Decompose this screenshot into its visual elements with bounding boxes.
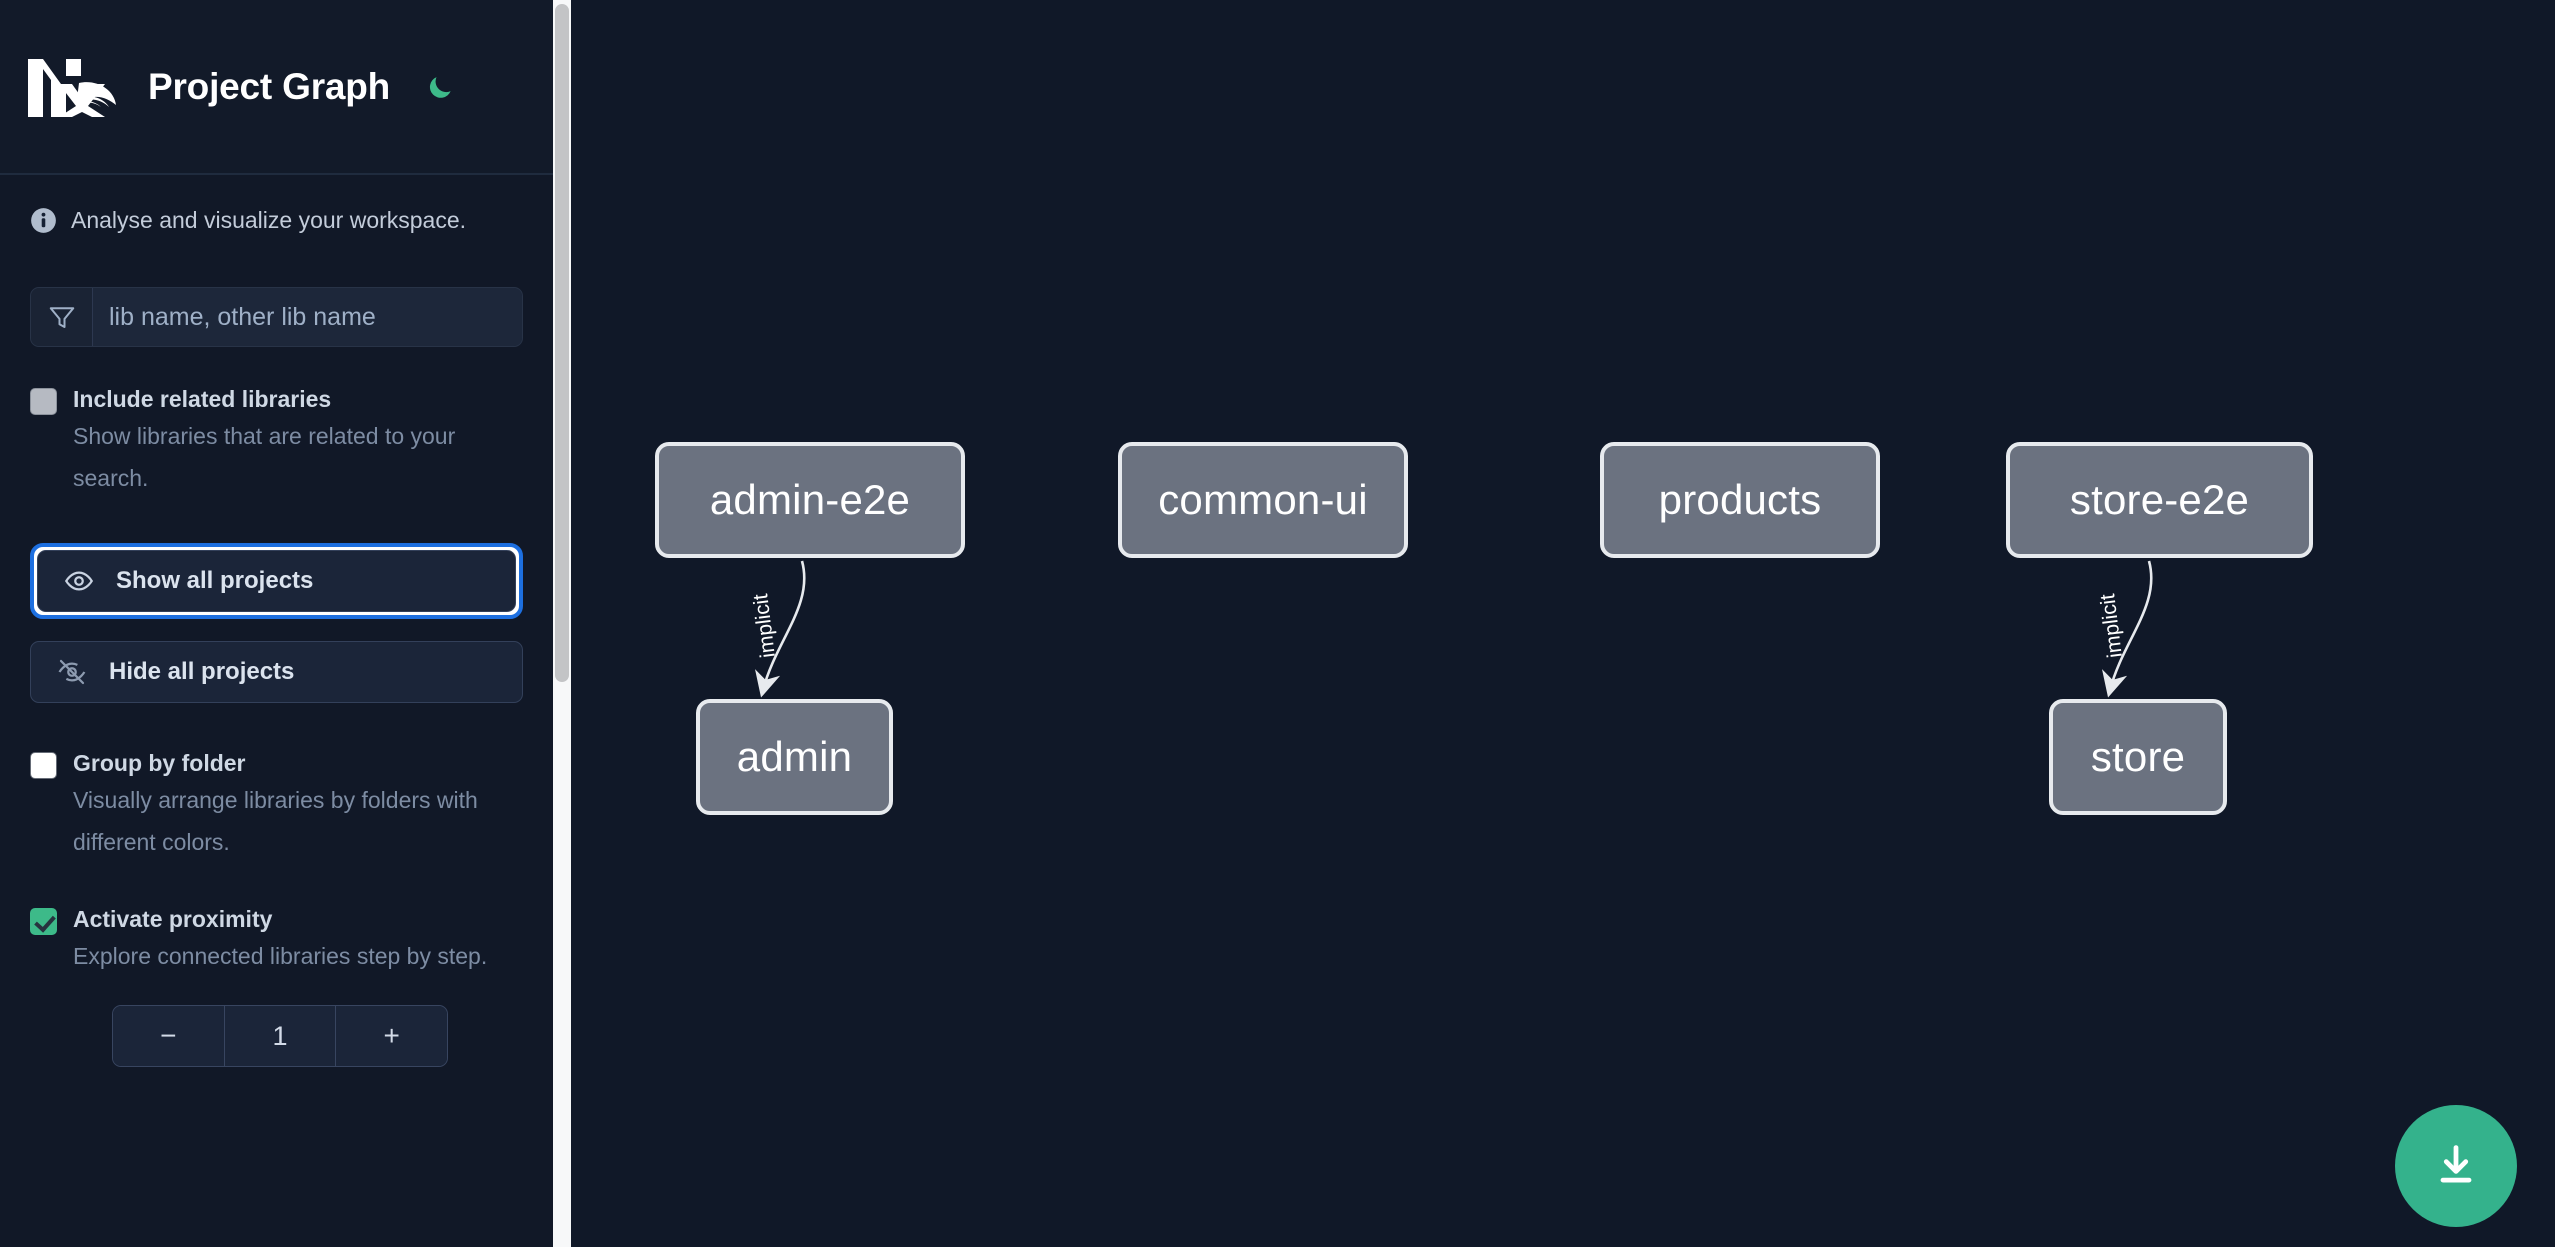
edge-store-e2e-to-store — [2102, 560, 2153, 698]
search-input[interactable] — [93, 288, 522, 346]
group-by-folder-checkbox[interactable] — [30, 752, 57, 779]
sidebar-header: Project Graph — [0, 0, 553, 175]
graph-node-label: admin-e2e — [709, 476, 911, 523]
eye-icon — [64, 571, 94, 591]
graph-node-store[interactable]: store — [2049, 699, 2227, 815]
group-by-folder-description: Visually arrange libraries by folders wi… — [73, 787, 478, 855]
eye-off-icon — [58, 659, 86, 685]
activate-proximity-label: Activate proximity — [73, 906, 273, 932]
activate-proximity-checkbox[interactable] — [30, 908, 57, 935]
group-by-folder-label: Group by folder — [73, 750, 246, 776]
edge-label-implicit-admin: implicit — [749, 592, 780, 659]
graph-node-products[interactable]: products — [1600, 442, 1880, 558]
graph-node-label: store — [2090, 733, 2186, 780]
project-graph-canvas[interactable]: implicit implicit admin-e2e common-ui pr… — [571, 0, 2555, 1247]
graph-node-admin-e2e[interactable]: admin-e2e — [655, 442, 965, 558]
show-all-projects-button[interactable]: Show all projects — [37, 550, 516, 612]
stepper-value: 1 — [224, 1006, 336, 1066]
show-all-projects-label: Show all projects — [116, 567, 314, 594]
graph-node-store-e2e[interactable]: store-e2e — [2006, 442, 2313, 558]
moon-icon[interactable] — [420, 67, 460, 107]
option-activate-proximity: Activate proximity Explore connected lib… — [30, 903, 523, 977]
proximity-stepper: − 1 + — [112, 1005, 448, 1067]
graph-node-label: products — [1658, 476, 1822, 523]
download-icon — [2440, 1145, 2472, 1183]
info-icon — [31, 208, 56, 233]
stepper-decrement-button[interactable]: − — [113, 1006, 225, 1066]
graph-node-label: common-ui — [1158, 476, 1368, 523]
show-all-projects-focus-ring: Show all projects — [30, 543, 523, 619]
include-related-libraries-description: Show libraries that are related to your … — [73, 423, 456, 491]
sidebar-body: Analyse and visualize your workspace. In… — [0, 175, 553, 1067]
tagline-text: Analyse and visualize your workspace. — [71, 207, 467, 233]
stepper-increment-button[interactable]: + — [335, 1006, 447, 1066]
hide-all-projects-button[interactable]: Hide all projects — [30, 641, 523, 703]
activate-proximity-description: Explore connected libraries step by step… — [73, 943, 488, 969]
graph-edges: implicit implicit — [749, 560, 2153, 698]
option-group-by-folder: Group by folder Visually arrange librari… — [30, 747, 523, 863]
graph-node-common-ui[interactable]: common-ui — [1118, 442, 1408, 558]
hide-all-projects-label: Hide all projects — [109, 658, 295, 685]
option-include-related-libraries: Include related libraries Show libraries… — [30, 383, 523, 499]
nx-logo — [28, 58, 116, 117]
include-related-libraries-checkbox[interactable] — [30, 388, 57, 415]
graph-node-label: store-e2e — [2069, 476, 2250, 523]
download-button[interactable] — [2395, 1105, 2517, 1227]
graph-node-admin[interactable]: admin — [696, 699, 893, 815]
edge-admin-e2e-to-admin — [755, 560, 806, 698]
search-field[interactable] — [30, 287, 523, 347]
sidebar-scrollbar-thumb[interactable] — [555, 4, 569, 682]
workspace-tagline: Analyse and visualize your workspace. — [30, 175, 523, 234]
filter-icon — [31, 288, 93, 346]
sidebar: Project Graph Analyse and visualize your… — [0, 0, 553, 1247]
edge-label-implicit-store: implicit — [2096, 592, 2127, 659]
page-title: Project Graph — [148, 65, 391, 107]
include-related-libraries-label: Include related libraries — [73, 386, 332, 412]
graph-node-label: admin — [736, 733, 853, 780]
